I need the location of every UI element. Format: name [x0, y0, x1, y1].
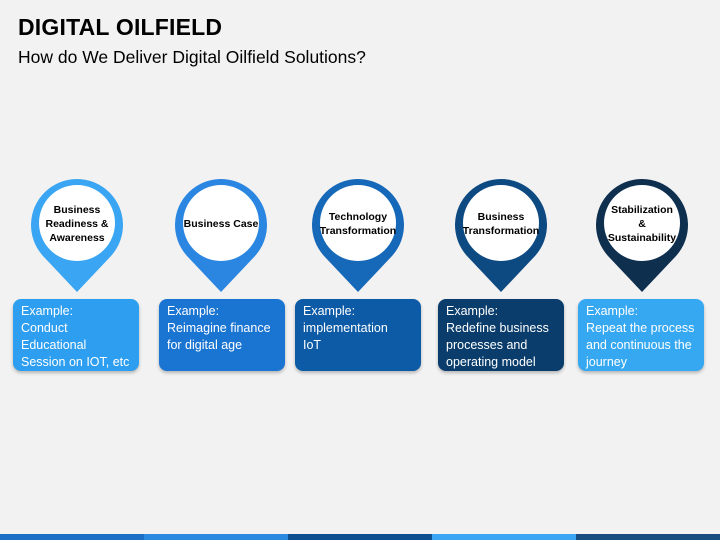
step-3: Technology Transformation Example: imple… — [295, 176, 425, 376]
card-label: Example: — [21, 304, 74, 318]
pin-label: Business Case — [183, 218, 259, 230]
slide-title: DIGITAL OILFIELD — [18, 14, 223, 40]
card-label: Example: — [446, 304, 499, 318]
step-1: Business Readiness & Awareness Example: … — [13, 176, 143, 376]
pin-shape — [31, 179, 124, 292]
card-text: Redefine business processes and operatin… — [446, 321, 549, 369]
pin-shape — [596, 179, 688, 292]
card-text: Reimagine finance for digital age — [167, 321, 271, 352]
step-2: Business Case Example: Reimagine finance… — [159, 176, 289, 376]
example-card: Example: Conduct Educational Session on … — [13, 299, 139, 371]
card-label: Example: — [303, 304, 356, 318]
slide-subtitle: How do We Deliver Digital Oilfield Solut… — [18, 47, 366, 67]
pin-label: Business Transformation — [462, 211, 540, 237]
example-card: Example: implementation IoT — [295, 299, 421, 371]
card-label: Example: — [586, 304, 639, 318]
card-text: Repeat the process and continuous the jo… — [586, 321, 695, 369]
step-5: Stabilization & Sustainability Example: … — [578, 176, 708, 376]
step-4: Business Transformation Example: Redefin… — [438, 176, 568, 376]
bar-segment — [576, 534, 720, 540]
pin-label: Business Readiness & Awareness — [45, 204, 109, 244]
example-card: Example: Redefine business processes and… — [438, 299, 564, 371]
bar-segment — [0, 534, 144, 540]
card-text: Conduct Educational Session on IOT, etc — [21, 321, 130, 369]
example-card: Example: Reimagine finance for digital a… — [159, 299, 285, 371]
card-text: implementation IoT — [303, 321, 388, 352]
bottom-accent-bar — [0, 534, 720, 540]
pin-label: Stabilization & Sustainability — [607, 204, 677, 244]
pin-shape — [312, 179, 404, 292]
pin-shape — [455, 179, 547, 292]
example-card: Example: Repeat the process and continuo… — [578, 299, 704, 371]
card-label: Example: — [167, 304, 220, 318]
bar-segment — [432, 534, 576, 540]
pin-shape — [175, 179, 267, 292]
bar-segment — [288, 534, 432, 540]
bar-segment — [144, 534, 288, 540]
pin-label: Technology Transformation — [319, 211, 397, 237]
